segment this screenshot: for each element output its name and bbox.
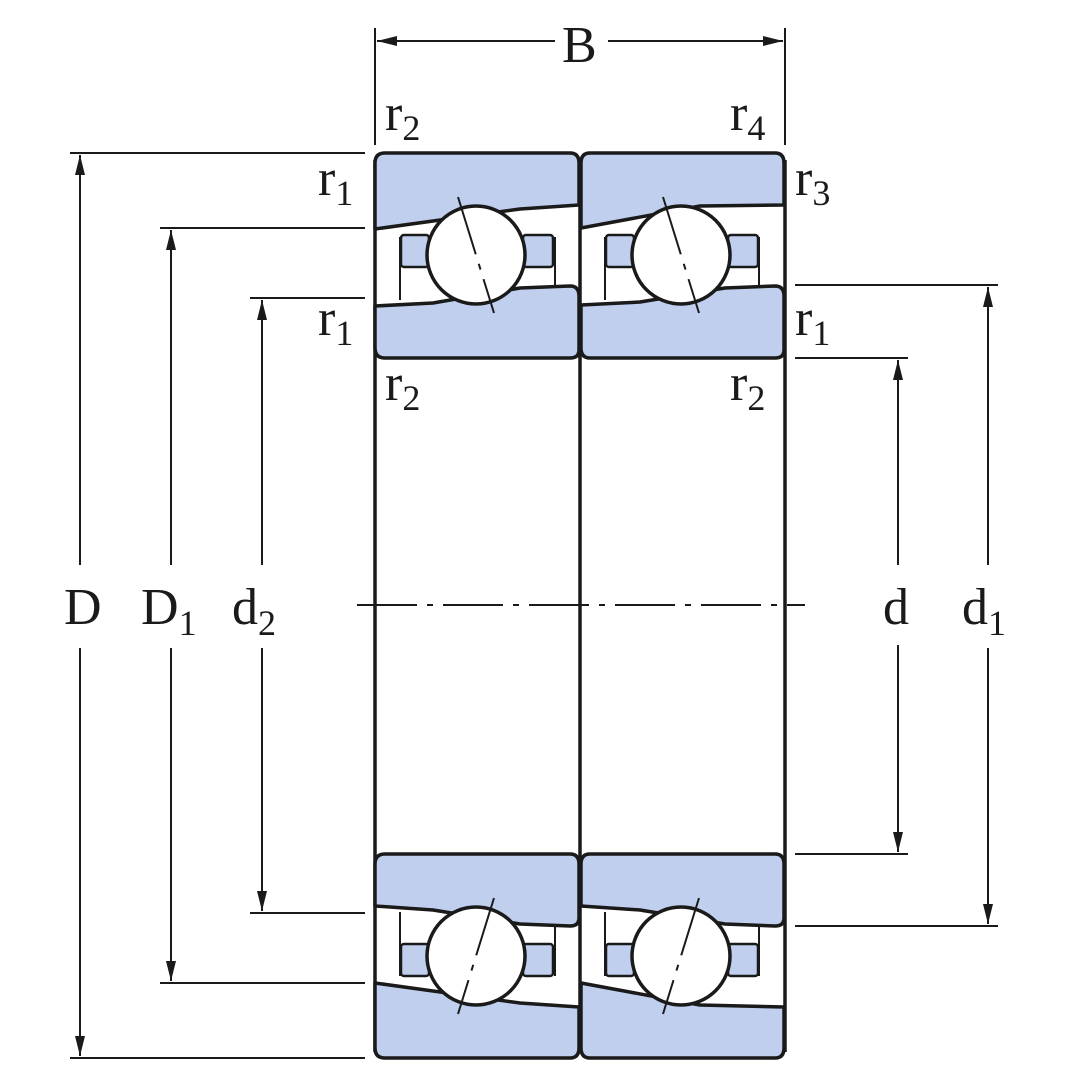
ball — [630, 204, 732, 306]
bottom-right-row — [579, 852, 786, 1060]
cage-segment — [726, 233, 760, 269]
outer-ring — [579, 151, 786, 230]
outer-ring — [373, 981, 581, 1060]
cage-segment — [604, 233, 636, 269]
cage-segment — [399, 942, 431, 978]
contact-angle-line — [457, 897, 495, 1015]
label-r2-inner-left: r2 — [385, 355, 420, 418]
contact-angle-line — [457, 196, 495, 314]
cage-segment — [604, 942, 636, 978]
label-b: B — [562, 17, 597, 74]
inner-ring — [579, 284, 786, 360]
outer-ring — [579, 981, 786, 1060]
cage-segment — [521, 233, 555, 269]
label-r1-right: r1 — [795, 290, 830, 353]
label-r1-outer-left: r1 — [318, 150, 353, 213]
inner-ring — [579, 852, 786, 928]
cage-segment — [726, 942, 760, 978]
label-d-outer: D — [64, 579, 102, 636]
ball — [630, 905, 732, 1007]
dimension-lines — [70, 28, 998, 1059]
dimension-labels: B D D1 d2 d d1 — [64, 17, 1006, 643]
bottom-left-row — [373, 852, 581, 1060]
top-left-row — [373, 151, 581, 360]
bearing-body — [357, 151, 805, 1060]
label-d-bore: d — [883, 579, 909, 636]
label-d2: d2 — [232, 579, 276, 643]
inner-ring — [373, 284, 581, 360]
label-d1-inner: d1 — [962, 579, 1006, 643]
ball — [425, 905, 527, 1007]
cage-segment — [521, 942, 555, 978]
label-r2-inner-right: r2 — [730, 355, 765, 418]
label-r4-top-right: r4 — [730, 85, 765, 148]
top-right-row — [579, 151, 786, 360]
ball — [425, 204, 527, 306]
inner-ring — [373, 852, 581, 928]
cage-segment — [399, 233, 431, 269]
label-r1-inner-left: r1 — [318, 290, 353, 353]
contact-angle-line — [662, 897, 700, 1015]
contact-angle-line — [662, 196, 700, 314]
radius-labels: r2 r4 r1 r3 r1 r1 r2 r2 — [318, 85, 830, 418]
outer-ring — [373, 151, 581, 231]
label-r2-top-left: r2 — [385, 85, 420, 148]
label-r3-right: r3 — [795, 150, 830, 213]
label-d1-outer: D1 — [141, 579, 197, 643]
